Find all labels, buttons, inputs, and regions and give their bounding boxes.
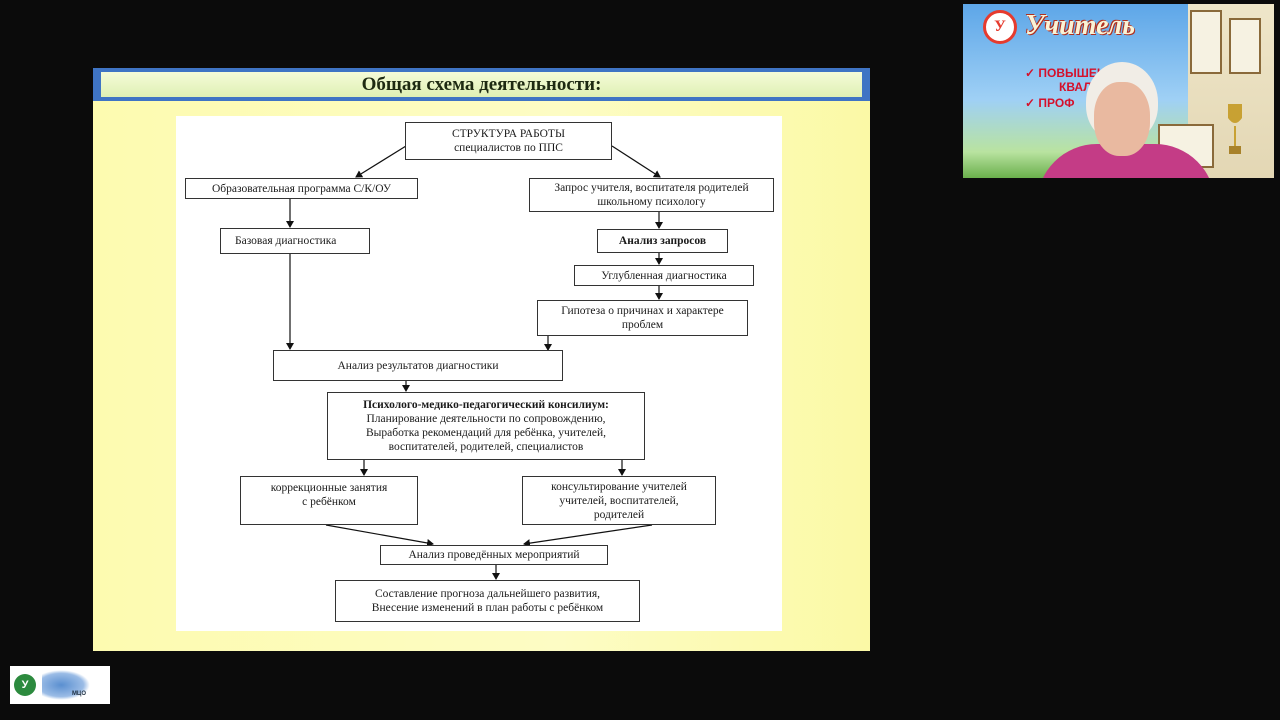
slide-title-bar: Общая схема деятельности: <box>93 68 870 101</box>
consulting-line-3: родителей <box>593 508 645 521</box>
poster-brand-text: Учитель <box>1025 10 1136 41</box>
hypothesis-line-1: Гипотеза о причинах и характере <box>561 305 724 317</box>
events-analysis-box: Анализ проведённых мероприятий <box>380 545 608 565</box>
deep-diagnostics-box: Углубленная диагностика <box>574 265 754 286</box>
publisher-caption: МЦО <box>71 691 86 697</box>
arrow-correction-to-events <box>325 524 434 547</box>
wall-frame-2 <box>1229 18 1261 74</box>
correction-line-1: коррекционные занятия <box>270 482 388 494</box>
arrow-consulting-to-events <box>523 524 653 548</box>
forecast-line-1: Составление прогноза дальнейшего развити… <box>374 588 601 600</box>
flowchart: СТРУКТУРА РАБОТЫ специалистов по ППС Обр… <box>176 116 782 631</box>
council-heading: Психолого-медико-педагогический консилиу… <box>363 399 609 411</box>
council-line-3: воспитателей, родителей, специалистов <box>388 441 584 453</box>
council-line-2: Выработка рекомендаций для ребёнка, учит… <box>365 427 606 439</box>
forecast-box: Составление прогноза дальнейшего развити… <box>335 580 640 622</box>
correction-box: коррекционные занятия с ребёнком <box>240 476 418 525</box>
edu-program-label: Образовательная программа С/К/ОУ <box>211 182 392 195</box>
teacher-request-line-2: школьному психологу <box>597 196 706 208</box>
poster-line-2: КВАЛ <box>1059 80 1092 94</box>
presentation-slide: Общая схема деятельности: <box>93 68 870 651</box>
hypothesis-box: Гипотеза о причинах и характере проблем <box>537 300 748 336</box>
correction-line-2: с ребёнком <box>302 496 356 508</box>
structure-line-2: специалистов по ППС <box>454 142 563 154</box>
events-analysis-label: Анализ проведённых мероприятий <box>408 549 580 561</box>
poster-line-3: ✓ ПРОФ <box>1025 96 1075 110</box>
arrow-structure-to-request <box>611 145 661 178</box>
request-analysis-box: Анализ запросов <box>597 229 728 253</box>
teacher-request-box: Запрос учителя, воспитателя родителей шк… <box>529 178 774 212</box>
hypothesis-line-2: проблем <box>621 319 664 331</box>
slide-title: Общая схема деятельности: <box>361 73 602 95</box>
publisher-logo: У МЦО <box>10 666 110 704</box>
poster-logo-icon: У <box>983 10 1017 44</box>
slide-title-panel: Общая схема деятельности: <box>101 72 862 97</box>
wall-frame-1 <box>1190 10 1222 74</box>
results-analysis-label: Анализ результатов диагностики <box>337 359 499 372</box>
structure-box: СТРУКТУРА РАБОТЫ специалистов по ППС <box>405 122 612 160</box>
poster-line-1: ✓ ПОВЫШЕНИ <box>1025 66 1115 80</box>
webcam-video: У Учитель ✓ ПОВЫШЕНИ КВАЛ ✓ ПРОФ <box>963 4 1274 178</box>
forecast-line-2: Внесение изменений в план работы с ребён… <box>371 602 604 614</box>
council-box: Психолого-медико-педагогический консилиу… <box>327 392 645 460</box>
consulting-line-2: учителей, воспитателей, <box>559 494 679 507</box>
consulting-line-1: консультирование учителей <box>551 480 687 493</box>
consulting-box: консультирование учителей учителей, восп… <box>522 476 716 525</box>
speaker-face <box>1094 82 1150 156</box>
basic-diagnostics-box: Базовая диагностика <box>220 228 370 254</box>
trophy-icon <box>1228 104 1242 154</box>
basic-diagnostics-label: Базовая диагностика <box>235 235 337 247</box>
structure-line-1: СТРУКТУРА РАБОТЫ <box>451 128 565 140</box>
edu-program-box: Образовательная программа С/К/ОУ <box>185 178 418 199</box>
deep-diagnostics-label: Углубленная диагностика <box>601 269 727 282</box>
teacher-request-line-1: Запрос учителя, воспитателя родителей <box>554 182 749 194</box>
globe-map-icon: МЦО <box>42 670 90 700</box>
request-analysis-label: Анализ запросов <box>618 235 707 247</box>
arrow-structure-to-program <box>355 145 407 178</box>
flowchart-connectors <box>286 145 663 580</box>
council-line-1: Планирование деятельности по сопровожден… <box>366 413 606 425</box>
results-analysis-box: Анализ результатов диагностики <box>273 350 563 381</box>
publisher-emblem-icon: У <box>14 674 36 696</box>
